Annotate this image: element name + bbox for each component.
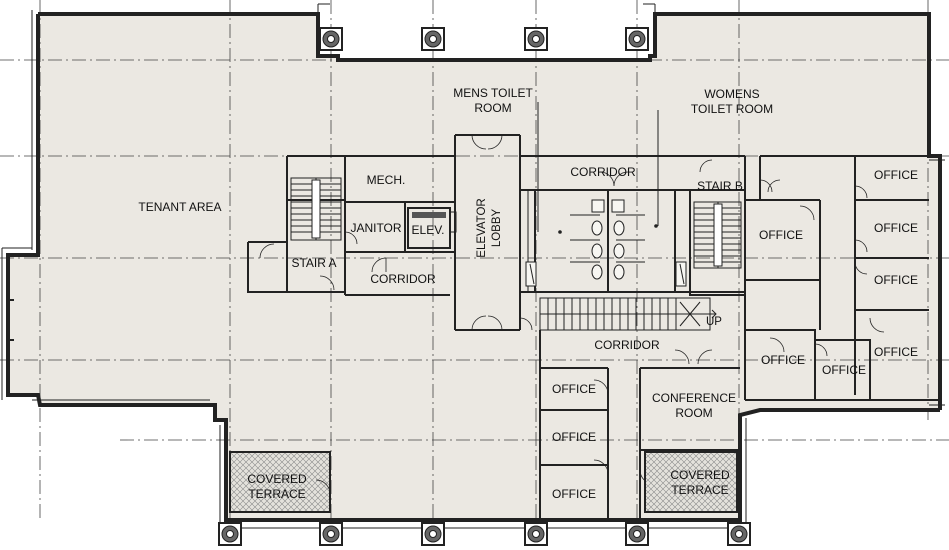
label-office-east-4: OFFICE (874, 345, 918, 359)
column-bottom-5 (625, 522, 649, 546)
terrace-west-door (315, 479, 331, 495)
label-elev: ELEV. (412, 223, 445, 237)
column-top-3 (524, 27, 548, 51)
label-corridor-top: CORRIDOR (570, 165, 636, 179)
label-janitor: JANITOR (350, 221, 401, 235)
room-labels: TENANT AREA MENS TOILET ROOM WOMENS TOIL… (138, 86, 918, 501)
label-office-south-2: OFFICE (552, 430, 596, 444)
east-offices (744, 155, 940, 401)
column-bottom-4 (524, 522, 548, 546)
toilet-block (520, 102, 746, 295)
label-office-south-3: OFFICE (552, 487, 596, 501)
label-terrace-west-2: TERRACE (248, 487, 305, 501)
label-mens-toilet-2: ROOM (474, 101, 511, 115)
label-up: UP (706, 316, 722, 328)
label-terrace-east-1: COVERED (670, 468, 730, 482)
label-conference-2: ROOM (675, 406, 712, 420)
column-bottom-6 (727, 522, 751, 546)
column-top-1 (319, 27, 343, 51)
column-top-4 (625, 27, 649, 51)
label-elevator-lobby-2: LOBBY (491, 208, 503, 247)
label-womens-toilet-1: WOMENS (704, 87, 759, 101)
label-office-east-3: OFFICE (874, 273, 918, 287)
label-corridor-left: CORRIDOR (370, 272, 436, 286)
label-office-east-2: OFFICE (874, 221, 918, 235)
label-mens-toilet-1: MENS TOILET (453, 86, 533, 100)
floor-area (8, 14, 940, 520)
stair-a-treads (290, 177, 342, 241)
label-office-south-1: OFFICE (552, 382, 596, 396)
label-elevator-lobby-1: ELEVATOR (476, 198, 488, 257)
column-bottom-2 (319, 522, 343, 546)
label-tenant-area: TENANT AREA (138, 200, 221, 214)
label-stair-b: STAIR B (697, 179, 743, 193)
columns (218, 27, 751, 546)
column-bottom-3 (421, 522, 445, 546)
terrace-west (229, 451, 331, 513)
label-mech: MECH. (367, 173, 406, 187)
label-office-east-1: OFFICE (874, 168, 918, 182)
label-terrace-west-1: COVERED (247, 472, 307, 486)
label-office-east-7: OFFICE (822, 363, 866, 377)
label-terrace-east-2: TERRACE (671, 483, 728, 497)
toilet-fixtures (525, 199, 687, 287)
label-office-east-5: OFFICE (759, 228, 803, 242)
core-west (247, 155, 455, 296)
label-corridor-main: CORRIDOR (594, 338, 660, 352)
label-conference-1: CONFERENCE (652, 391, 736, 405)
label-womens-toilet-2: TOILET ROOM (691, 102, 773, 116)
column-top-2 (421, 27, 445, 51)
open-stair (539, 297, 717, 331)
label-stair-a: STAIR A (291, 256, 336, 270)
label-office-east-6: OFFICE (761, 353, 805, 367)
terrace-east (644, 451, 738, 513)
elevator-lobby-walls (449, 134, 533, 331)
column-bottom-1 (218, 522, 242, 546)
south-rooms (539, 330, 740, 520)
